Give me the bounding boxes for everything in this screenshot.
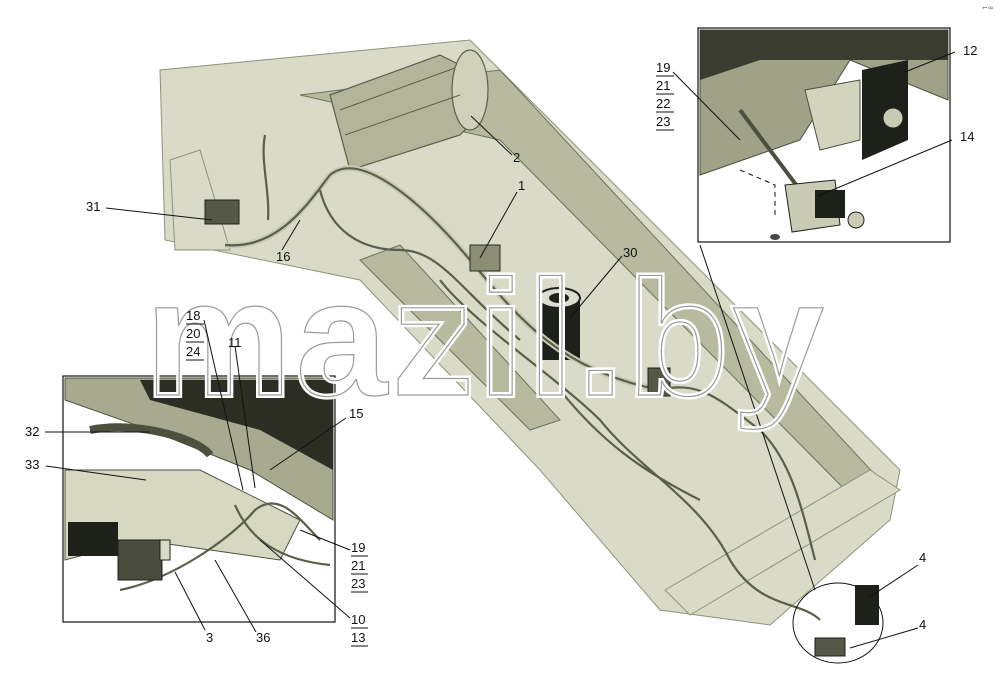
callout-12: 12 — [963, 43, 977, 58]
leader-lines — [45, 51, 956, 649]
callout-2: 2 — [513, 150, 520, 165]
watermark-text: mazil.by — [145, 246, 828, 430]
callout-23-bottom: 23 — [351, 576, 365, 591]
callout-19-bottom: 19 — [351, 540, 365, 555]
pipelines — [224, 134, 821, 621]
watermark-outline: mazil.by — [145, 246, 828, 430]
callout-18: 18 — [186, 308, 200, 323]
callout-32: 32 — [25, 424, 39, 439]
callout-10: 10 — [351, 612, 365, 627]
callout-33: 33 — [25, 457, 39, 472]
inset-top-right — [697, 27, 951, 243]
detail-zone-ellipse — [792, 582, 884, 664]
callout-4-lower: 4 — [919, 617, 926, 632]
air-tank-2 — [329, 49, 489, 171]
brake-chamber-4 — [814, 585, 879, 657]
callout-23-top: 23 — [656, 114, 670, 129]
callout-24: 24 — [186, 344, 200, 359]
callout-16: 16 — [276, 249, 290, 264]
callout-labels: 2 1 30 31 16 12 14 19 21 22 23 4 4 18 20… — [25, 43, 977, 647]
inset-bottom-left — [62, 375, 336, 623]
callout-36: 36 — [256, 630, 270, 645]
callout-31: 31 — [86, 199, 100, 214]
callout-11: 11 — [228, 335, 242, 350]
callout-3: 3 — [206, 630, 213, 645]
callout-22: 22 — [656, 96, 670, 111]
valves — [204, 199, 671, 397]
corner-mark: ⌐∞ — [982, 4, 994, 12]
callout-21-bottom: 21 — [351, 558, 365, 573]
callout-1: 1 — [518, 178, 525, 193]
callout-21-top: 21 — [656, 78, 670, 93]
callout-30: 30 — [623, 245, 637, 260]
callout-19-top: 19 — [656, 60, 670, 75]
callout-14: 14 — [960, 129, 974, 144]
callout-15: 15 — [349, 406, 363, 421]
chassis-frame — [159, 39, 901, 626]
callout-4-upper: 4 — [919, 550, 926, 565]
callout-13: 13 — [351, 630, 365, 645]
callout-20: 20 — [186, 326, 200, 341]
